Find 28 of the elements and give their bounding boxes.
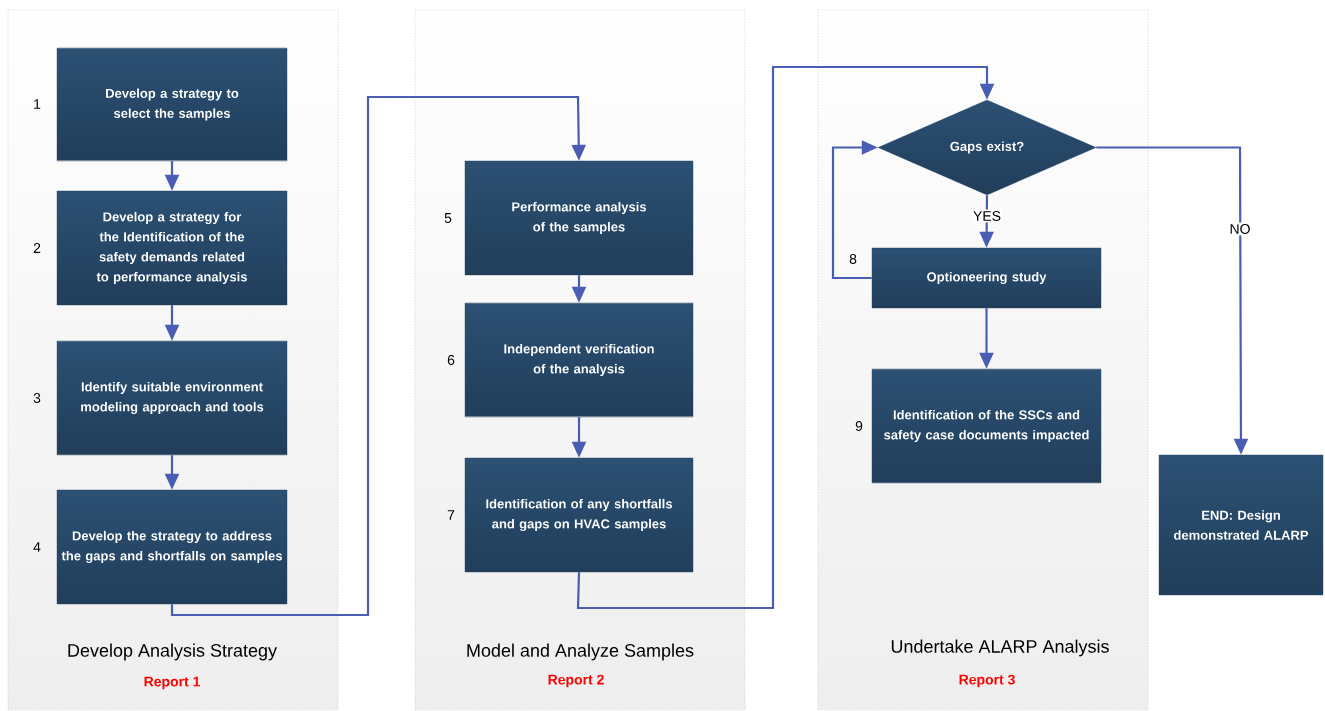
step-number: 3 — [33, 393, 41, 403]
process-box: Independent verification of the analysis — [464, 302, 694, 418]
process-box: Identify suitable environment modeling approach and tools — [56, 340, 288, 456]
process-box: Optioneering study — [871, 247, 1102, 309]
phase-title: Develop Analysis Strategy — [68, 643, 277, 661]
phase-title: Undertake ALARP Analysis — [891, 639, 1109, 657]
step-number: 1 — [34, 99, 41, 109]
edge-label: NO — [1228, 222, 1252, 236]
step-number: 2 — [33, 243, 41, 253]
process-box: END: Design demonstrated ALARP — [1158, 454, 1324, 596]
step-number: 8 — [849, 254, 857, 264]
process-box: Identification of any shortfalls and gaps on HVAC samples — [464, 457, 694, 573]
step-number: 4 — [33, 542, 41, 552]
process-box: Develop the strategy to address the gaps and shortfalls on samples — [56, 489, 288, 605]
process-box: Develop a strategy to select the samples — [56, 47, 288, 162]
report-label: Report 2 — [548, 674, 604, 688]
arrow — [576, 65, 995, 610]
step-number: 5 — [444, 213, 452, 223]
step-number: 7 — [447, 510, 455, 520]
phase-title: Model and Analyze Samples — [467, 643, 694, 661]
process-box: Performance analysis of the samples — [464, 160, 694, 276]
step-number: 9 — [855, 421, 863, 431]
step-number: 6 — [447, 355, 455, 365]
process-box: Develop a strategy for the Identification of the safety demands related to performance analysis — [56, 190, 288, 306]
report-label: Report 3 — [959, 674, 1015, 688]
arrow — [170, 95, 587, 617]
report-label: Report 1 — [144, 676, 200, 690]
process-box: Identification of the SSCs and safety case documents impacted — [871, 368, 1102, 484]
